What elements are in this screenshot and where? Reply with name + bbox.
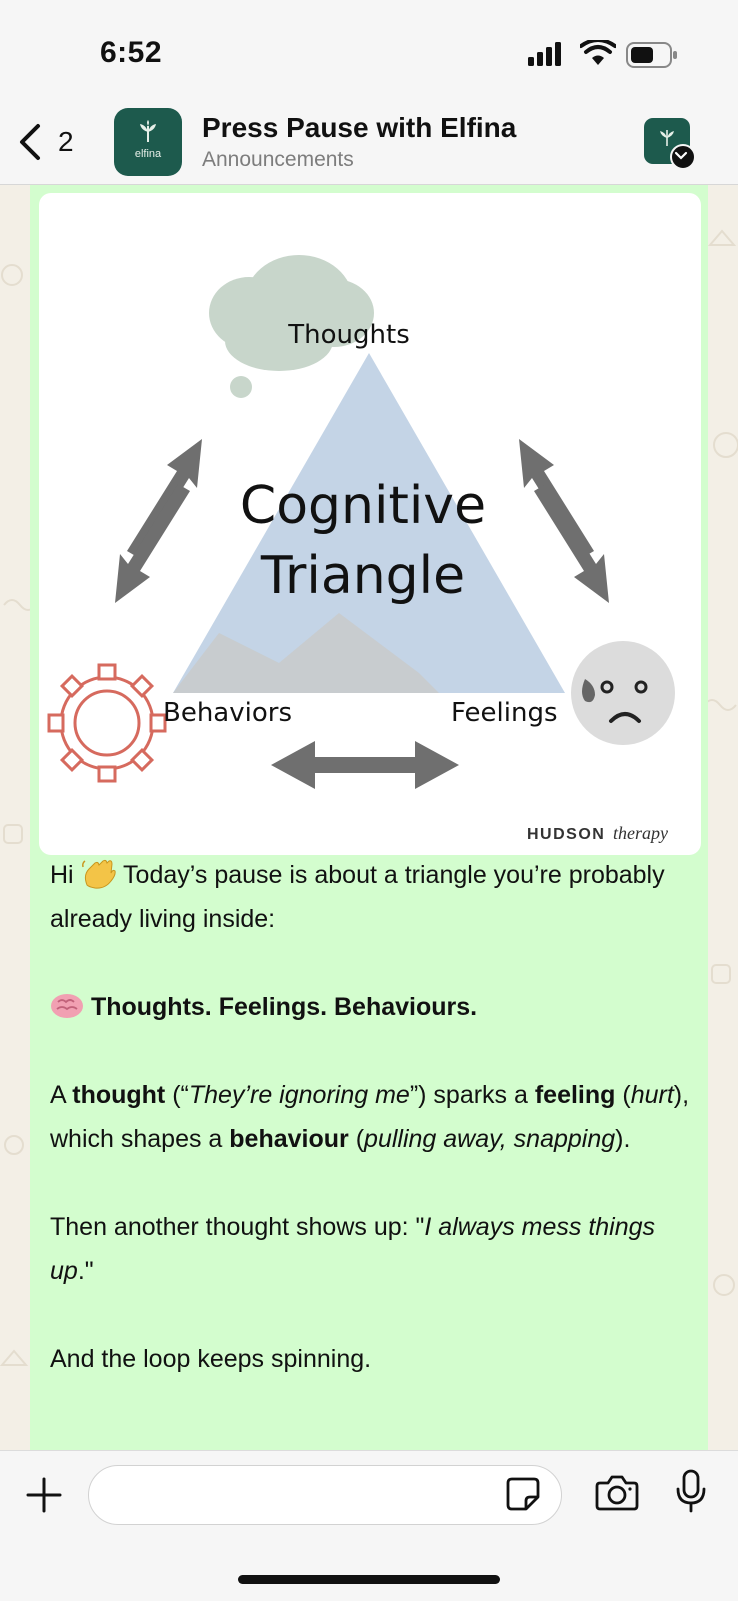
- message-text: Hi Today’s pause is about a triangle you…: [50, 853, 690, 1381]
- text-span: ), which shapes a: [50, 1081, 690, 1153]
- waving-hand-icon: [81, 859, 116, 889]
- plus-icon[interactable]: [24, 1475, 64, 1515]
- chevron-down-icon: [674, 151, 688, 160]
- explanation-paragraph: A thought (“They’re ignoring me”) sparks…: [50, 1073, 690, 1161]
- camera-icon[interactable]: [594, 1473, 640, 1513]
- sticker-icon[interactable]: [504, 1475, 542, 1513]
- message-input[interactable]: [88, 1465, 562, 1525]
- gear-icon: [47, 663, 167, 783]
- loop-paragraph: And the loop keeps spinning.: [50, 1345, 372, 1373]
- credit-brand: HUDSON: [527, 826, 605, 843]
- leaf-logo-icon: [140, 120, 156, 142]
- bold-thought: thought: [72, 1081, 166, 1109]
- text-span: ).: [615, 1125, 631, 1153]
- triad-text: Thoughts. Feelings. Behaviours.: [90, 993, 478, 1021]
- brain-icon: [51, 994, 83, 1018]
- arrow-thoughts-feelings: [519, 439, 609, 603]
- wifi-icon: [580, 40, 616, 65]
- battery-icon: [626, 42, 677, 68]
- text-span: (: [615, 1081, 631, 1109]
- greeting-paragraph: Hi Today’s pause is about a triangle you…: [50, 853, 690, 941]
- unread-count[interactable]: 2: [58, 126, 74, 157]
- bold-feeling: feeling: [534, 1081, 616, 1109]
- credit-suffix: therapy: [613, 823, 668, 843]
- label-thoughts: Thoughts: [287, 320, 409, 350]
- label-behaviors: Behaviors: [163, 698, 292, 728]
- microphone-icon[interactable]: [674, 1469, 708, 1515]
- dropdown-badge: [670, 144, 696, 170]
- chat-header: 2 elfina Press Pause with Elfina Announc…: [0, 100, 738, 185]
- italic-quote: I always mess things up: [50, 1213, 656, 1285]
- status-time: 6:52: [100, 36, 163, 69]
- text-span: (: [348, 1125, 365, 1153]
- community-avatar-button[interactable]: [644, 118, 696, 170]
- chat-subtitle[interactable]: Announcements: [202, 148, 354, 171]
- text-span: Then another thought shows up: ": [50, 1213, 425, 1241]
- italic-pulling: pulling away, snapping: [364, 1125, 616, 1153]
- leaf-logo-icon: [660, 130, 674, 146]
- cellular-signal-icon: [528, 42, 561, 66]
- triad-paragraph: Thoughts. Feelings. Behaviours.: [50, 985, 690, 1029]
- mountain-shape: [173, 613, 439, 693]
- message-bubble[interactable]: Thoughts Cognitive Triangle Behaviors Fe…: [30, 185, 708, 1450]
- arrow-behaviors-feelings: [271, 741, 459, 789]
- label-title-line1: Cognitive: [240, 476, 486, 536]
- triangle-shape: [173, 353, 565, 693]
- text-span: (“: [165, 1081, 189, 1109]
- loop-thought-paragraph: Then another thought shows up: "I always…: [50, 1205, 690, 1293]
- cognitive-triangle-diagram: Thoughts Cognitive Triangle Behaviors Fe…: [47, 255, 675, 843]
- italic-quote: They’re ignoring me: [188, 1081, 410, 1109]
- wallpaper-pattern: [0, 229, 738, 1366]
- status-bar: 6:52: [0, 0, 738, 100]
- thought-cloud-shape: [209, 255, 374, 398]
- greeting-word: Hi: [50, 861, 74, 889]
- greeting-rest: Today’s pause is about a triangle you’re…: [50, 861, 665, 933]
- text-span: ”) sparks a: [409, 1081, 535, 1109]
- label-title-line2: Triangle: [260, 546, 465, 606]
- avatar-brand-text: elfina: [134, 148, 162, 160]
- chat-area[interactable]: Thoughts Cognitive Triangle Behaviors Fe…: [0, 185, 738, 1450]
- chat-title[interactable]: Press Pause with Elfina: [202, 112, 517, 143]
- channel-avatar[interactable]: elfina: [114, 108, 182, 176]
- text-span: A: [50, 1081, 73, 1109]
- text-span: .": [77, 1257, 94, 1285]
- back-chevron-icon[interactable]: [16, 122, 44, 162]
- sad-face-icon: [571, 641, 675, 745]
- message-composer: [0, 1450, 738, 1601]
- cognitive-triangle-image[interactable]: Thoughts Cognitive Triangle Behaviors Fe…: [39, 193, 701, 855]
- arrow-thoughts-behaviors: [115, 439, 202, 603]
- label-feelings: Feelings: [451, 698, 558, 728]
- italic-hurt: hurt: [630, 1081, 674, 1109]
- home-indicator: [238, 1575, 500, 1584]
- bold-behaviour: behaviour: [229, 1125, 349, 1153]
